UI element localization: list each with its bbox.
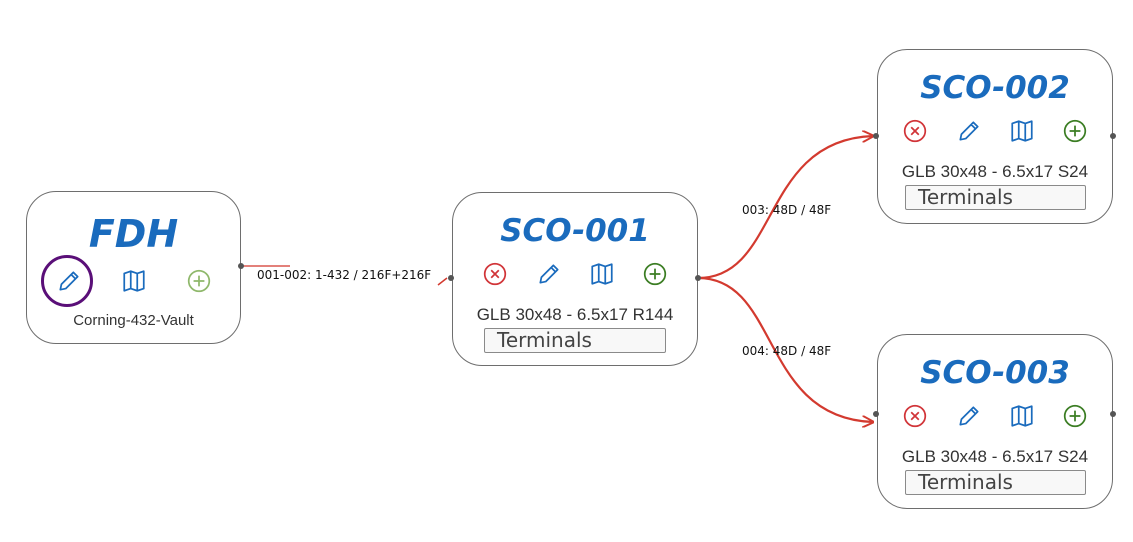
map-icon[interactable] — [1007, 401, 1037, 431]
terminals-button[interactable]: Terminals — [905, 470, 1086, 495]
port-sco002-in[interactable] — [873, 133, 879, 139]
node-fdh[interactable]: FDH Corning-432-Vault — [26, 191, 241, 344]
map-icon[interactable] — [587, 259, 617, 289]
delete-icon[interactable] — [900, 401, 930, 431]
node-subtitle: GLB 30x48 - 6.5x17 S24 — [901, 162, 1089, 181]
node-actions — [453, 259, 697, 289]
edge-sco001-sco003[interactable] — [697, 276, 873, 422]
node-actions — [878, 116, 1112, 146]
map-icon[interactable] — [119, 266, 149, 296]
node-title: SCO-002 — [920, 70, 1070, 106]
port-sco003-out[interactable] — [1110, 411, 1116, 417]
add-icon[interactable] — [184, 266, 214, 296]
edge-fdh-sco001-end[interactable] — [437, 277, 448, 286]
node-sco-002[interactable]: SCO-002 GLB 30x48 - 6.5x17 S24 Terminals — [877, 49, 1113, 224]
node-actions — [878, 401, 1112, 431]
port-sco001-in[interactable] — [448, 275, 454, 281]
edge-label-fdh-sco001: 001-002: 1-432 / 216F+216F — [257, 268, 432, 282]
delete-icon[interactable] — [480, 259, 510, 289]
edge-sco001-sco002[interactable] — [697, 136, 873, 280]
node-subtitle: GLB 30x48 - 6.5x17 S24 — [901, 447, 1089, 466]
delete-icon[interactable] — [900, 116, 930, 146]
node-title: SCO-003 — [920, 355, 1070, 391]
port-sco003-in[interactable] — [873, 411, 879, 417]
node-title: FDH — [88, 212, 179, 256]
map-icon[interactable] — [1007, 116, 1037, 146]
node-sco-001[interactable]: SCO-001 GLB 30x48 - 6.5x17 R144 Terminal… — [452, 192, 698, 366]
add-icon[interactable] — [1060, 116, 1090, 146]
edit-icon[interactable] — [954, 401, 984, 431]
node-sco-003[interactable]: SCO-003 GLB 30x48 - 6.5x17 S24 Terminals — [877, 334, 1113, 509]
port-fdh-out[interactable] — [238, 263, 244, 269]
add-icon[interactable] — [1060, 401, 1090, 431]
node-subtitle: GLB 30x48 - 6.5x17 R144 — [476, 305, 674, 324]
port-sco002-out[interactable] — [1110, 133, 1116, 139]
edge-label-sco001-sco003: 004: 48D / 48F — [742, 344, 832, 358]
terminals-button[interactable]: Terminals — [905, 185, 1086, 210]
node-subtitle: Corning-432-Vault — [73, 312, 194, 329]
selection-ring — [41, 255, 93, 307]
node-title: SCO-001 — [500, 213, 650, 249]
add-icon[interactable] — [640, 259, 670, 289]
port-sco001-out[interactable] — [695, 275, 701, 281]
edit-icon[interactable] — [954, 116, 984, 146]
terminals-button[interactable]: Terminals — [484, 328, 666, 353]
edge-label-sco001-sco002: 003: 48D / 48F — [742, 203, 832, 217]
edit-icon[interactable] — [534, 259, 564, 289]
